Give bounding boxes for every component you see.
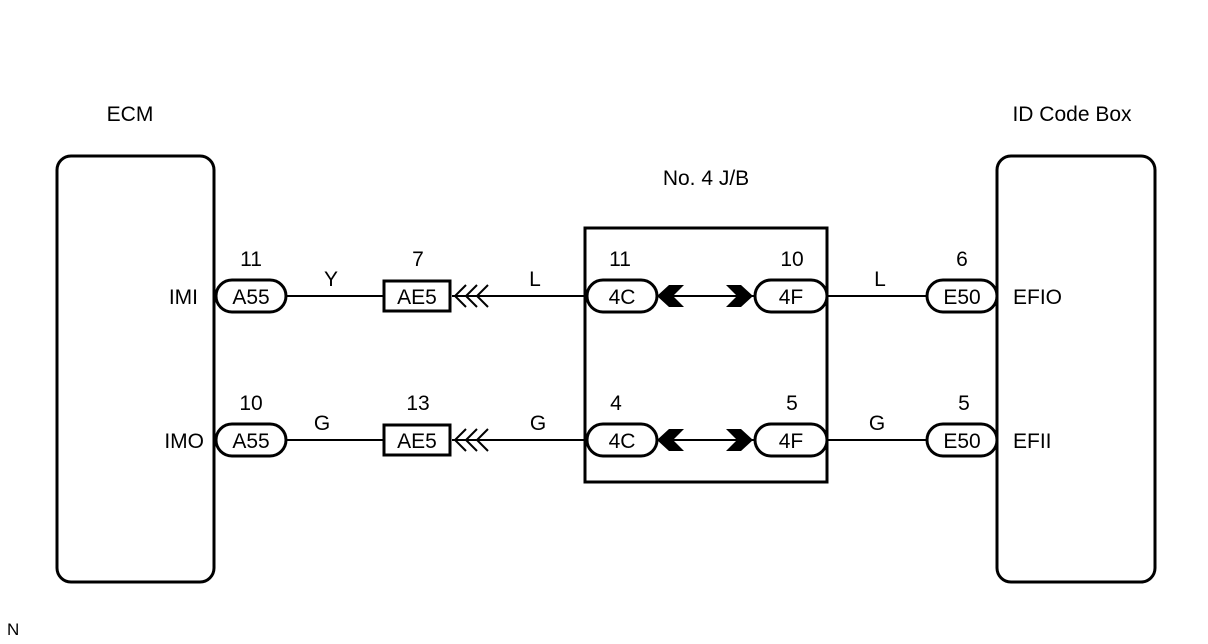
id-code-box-title: ID Code Box [1012, 103, 1132, 126]
circuit-imi: IMI 11 A55 Y 7 AE5 L 11 4C 10 4F L 6 E50… [169, 248, 1062, 314]
connector-pin-number: 5 [786, 392, 798, 415]
connector-pin-number: 13 [406, 392, 429, 415]
connector-label: A55 [232, 286, 269, 309]
solid-chevron-right-icon [726, 285, 753, 307]
wire-color-label: L [529, 268, 541, 291]
wire-color-label: G [314, 412, 330, 435]
connector-label: 4C [609, 286, 636, 309]
connector-label: 4C [609, 430, 636, 453]
wire-color-label: L [874, 268, 886, 291]
junction-block-title: No. 4 J/B [663, 167, 749, 190]
connector-pin-number: 11 [240, 248, 262, 271]
ecm-terminal-label: IMO [164, 430, 204, 453]
connector-pin-number: 4 [610, 392, 622, 415]
connector-pin-number: 10 [780, 248, 803, 271]
ecm-box [55, 154, 216, 584]
connector-label: A55 [232, 430, 269, 453]
connector-4f [753, 422, 829, 458]
solid-chevron-left-icon [657, 285, 684, 307]
connector-a55 [214, 278, 288, 314]
connector-label: E50 [943, 286, 980, 309]
connector-4f [753, 278, 829, 314]
connector-e50 [925, 422, 999, 458]
connector-pin-number: 5 [958, 392, 970, 415]
wire-color-label: G [869, 412, 885, 435]
ecm-title: ECM [107, 103, 154, 126]
connector-ae5 [382, 279, 452, 313]
circuit-imo: IMO 10 A55 G 13 AE5 G 4 4C 5 4F G 5 E50 … [164, 392, 1052, 458]
connector-label: AE5 [397, 430, 437, 453]
connector-label: 4F [779, 286, 804, 309]
footer-mark: N [7, 620, 19, 639]
id-code-box [995, 154, 1157, 584]
connector-pin-number: 11 [609, 248, 631, 271]
solid-chevron-right-icon [726, 429, 753, 451]
connector-e50 [925, 278, 999, 314]
connector-label: 4F [779, 430, 804, 453]
box-terminal-label: EFII [1013, 430, 1052, 453]
solid-chevron-left-icon [657, 429, 684, 451]
box-terminal-label: EFIO [1013, 286, 1062, 309]
connector-pin-number: 10 [239, 392, 262, 415]
chevron-connector-icon [453, 428, 489, 452]
wire-color-label: G [530, 412, 546, 435]
connector-pin-number: 7 [412, 248, 424, 271]
wire-color-label: Y [324, 268, 338, 291]
connector-label: E50 [943, 430, 980, 453]
ecm-terminal-label: IMI [169, 286, 198, 309]
connector-a55 [214, 422, 288, 458]
connector-label: AE5 [397, 286, 437, 309]
chevron-connector-icon [453, 284, 489, 308]
connector-pin-number: 6 [956, 248, 968, 271]
connector-ae5 [382, 423, 452, 457]
